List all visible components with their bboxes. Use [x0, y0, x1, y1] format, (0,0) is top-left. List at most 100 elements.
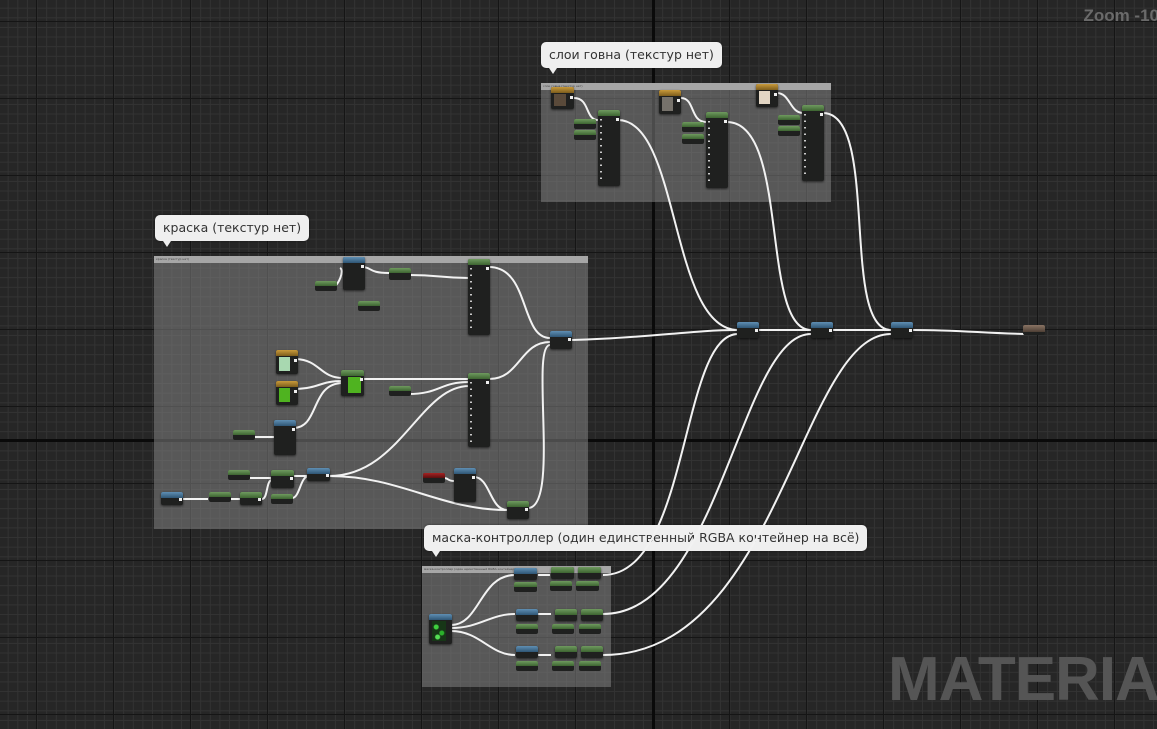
output-pin[interactable]: [294, 390, 297, 393]
math-node[interactable]: [555, 609, 577, 621]
scalar-param-node[interactable]: [552, 661, 574, 671]
output-pin[interactable]: [294, 359, 297, 362]
input-pins[interactable]: [470, 382, 472, 444]
output-pin[interactable]: [290, 477, 293, 480]
material-function-node[interactable]: [598, 110, 620, 186]
scalar-param-node[interactable]: [228, 470, 250, 480]
scalar-param-node[interactable]: [389, 268, 411, 280]
vector-param-node[interactable]: [276, 350, 298, 374]
scalar-param-node[interactable]: [579, 624, 601, 634]
material-function-node[interactable]: [706, 112, 728, 188]
material-result-node[interactable]: [1023, 325, 1045, 335]
scalar-param-node[interactable]: [778, 115, 800, 125]
scalar-param-node[interactable]: [315, 281, 337, 291]
scalar-param-node[interactable]: [576, 581, 599, 591]
math-node[interactable]: [551, 567, 574, 579]
material-function-node[interactable]: [468, 373, 490, 447]
scalar-param-node[interactable]: [682, 122, 704, 132]
output-pin[interactable]: [677, 99, 680, 102]
math-node[interactable]: [578, 567, 601, 579]
math-node[interactable]: [516, 646, 538, 658]
color-swatch: [279, 388, 290, 402]
lerp-node[interactable]: [507, 501, 529, 519]
math-node[interactable]: [581, 609, 603, 621]
output-pin[interactable]: [568, 338, 571, 341]
graph-type-watermark: MATERIAL: [888, 645, 1157, 714]
comment-box-title: краска (текстур нет): [156, 257, 190, 261]
math-node[interactable]: [516, 609, 538, 621]
math-node[interactable]: [454, 468, 476, 502]
math-node[interactable]: [581, 646, 603, 658]
material-function-node[interactable]: [468, 259, 490, 335]
input-pins[interactable]: [600, 119, 602, 183]
blend-node[interactable]: [737, 322, 759, 338]
input-pins[interactable]: [470, 268, 472, 332]
math-node[interactable]: [240, 492, 262, 505]
output-pin[interactable]: [525, 508, 528, 511]
output-pin[interactable]: [360, 378, 363, 381]
output-pin[interactable]: [486, 267, 489, 270]
color-swatch: [662, 97, 673, 111]
wire: [602, 333, 812, 615]
scalar-param-node[interactable]: [516, 661, 538, 671]
vector-param-node[interactable]: [276, 381, 298, 405]
math-node[interactable]: [514, 568, 537, 580]
output-pin[interactable]: [724, 120, 727, 123]
lerp-node[interactable]: [341, 370, 364, 396]
output-pin[interactable]: [616, 118, 619, 121]
blend-node[interactable]: [811, 322, 833, 338]
output-pin[interactable]: [755, 329, 758, 332]
math-node[interactable]: [161, 492, 183, 505]
output-pin[interactable]: [909, 329, 912, 332]
output-pin[interactable]: [570, 96, 573, 99]
vector-param-node[interactable]: [551, 87, 574, 109]
output-pin[interactable]: [829, 329, 832, 332]
output-pin[interactable]: [472, 476, 475, 479]
output-pin[interactable]: [820, 113, 823, 116]
color-swatch: [554, 94, 566, 106]
output-pin[interactable]: [292, 428, 295, 431]
output-pin[interactable]: [486, 381, 489, 384]
output-pin[interactable]: [326, 474, 329, 477]
math-node[interactable]: [555, 646, 577, 658]
scalar-param-node[interactable]: [233, 430, 255, 440]
scalar-param-node[interactable]: [271, 494, 293, 504]
blend-node[interactable]: [891, 322, 913, 338]
comment-bubble-paint[interactable]: краска (текстур нет): [155, 215, 310, 247]
wire: [910, 329, 1025, 335]
scalar-param-node[interactable]: [579, 661, 601, 671]
scalar-param-node[interactable]: [552, 624, 574, 634]
output-pin[interactable]: [258, 498, 261, 501]
scalar-param-node[interactable]: [574, 130, 596, 140]
texture-sample-node[interactable]: [429, 614, 452, 644]
scalar-param-node[interactable]: [516, 624, 538, 634]
math-node[interactable]: [307, 468, 330, 481]
blend-node[interactable]: [550, 331, 572, 349]
input-pins[interactable]: [708, 121, 710, 185]
math-node[interactable]: [343, 257, 365, 290]
math-node[interactable]: [274, 420, 296, 455]
scalar-param-node[interactable]: [550, 581, 572, 591]
comment-bubble-dirt-layers[interactable]: слои говна (текстур нет): [541, 42, 722, 74]
scalar-param-node[interactable]: [514, 582, 537, 592]
comment-box-paint[interactable]: краска (текстур нет): [154, 256, 588, 529]
scalar-param-node[interactable]: [209, 492, 231, 502]
scalar-param-node[interactable]: [574, 119, 596, 129]
scalar-param-node[interactable]: [778, 126, 800, 136]
vector-param-node[interactable]: [756, 84, 778, 107]
comment-bubble-mask-controller[interactable]: маска-контроллер (один единственный RGBA…: [424, 525, 868, 557]
output-pin[interactable]: [774, 93, 777, 96]
input-pins[interactable]: [804, 114, 806, 178]
material-function-node[interactable]: [802, 105, 824, 181]
wire: [571, 329, 739, 341]
scalar-param-node[interactable]: [358, 301, 380, 311]
scalar-param-node[interactable]: [389, 386, 411, 396]
output-pin[interactable]: [179, 498, 182, 501]
scalar-param-node[interactable]: [423, 473, 445, 483]
math-node[interactable]: [271, 470, 294, 488]
color-swatch: [759, 91, 770, 104]
scalar-param-node[interactable]: [682, 134, 704, 144]
vector-param-node[interactable]: [659, 90, 681, 114]
output-pin[interactable]: [361, 265, 364, 268]
